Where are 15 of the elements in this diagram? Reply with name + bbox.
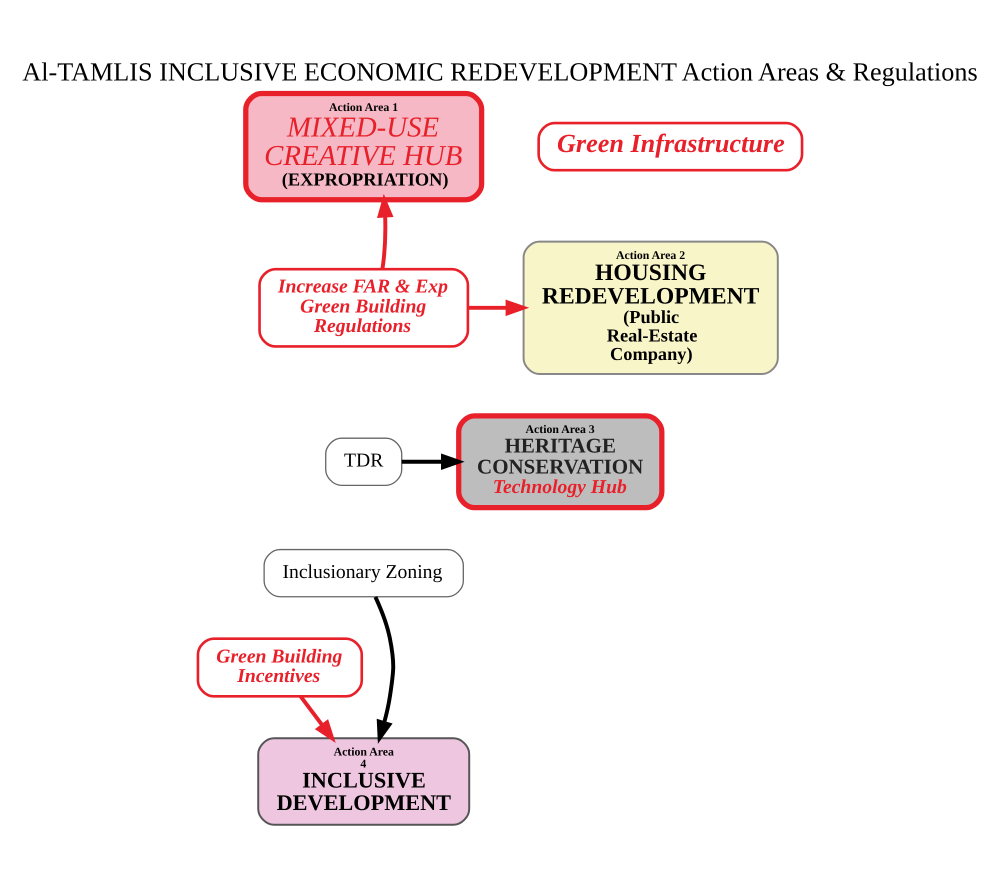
node-box: Inclusionary Zoning	[263, 548, 464, 598]
arrow	[374, 596, 396, 744]
node-box: Action Area 3 HERITAGE CONSERVATION Technology Hub	[456, 413, 664, 510]
node-box: Green Infrastructure	[537, 122, 804, 172]
node-box: TDR	[325, 438, 402, 486]
arrow	[377, 194, 394, 270]
arrow	[468, 300, 530, 316]
arrow	[402, 454, 465, 470]
node-box: Increase FAR & Exp Green Building Regulations	[258, 268, 470, 348]
diagram-title: Al-TAMLIS INCLUSIVE ECONOMIC REDEVELOPMENT Action Areas & Regulations	[22, 57, 978, 86]
arrow	[299, 695, 336, 743]
node-box: Action Area 4 INCLUSIVE DEVELOPMENT	[257, 737, 470, 826]
node-box: Action Area 1 MIXED-USE CREATIVE HUB (EXPROPRIATION)	[243, 90, 484, 202]
node-box: Action Area 2 HOUSING REDEVELOPMENT (Public Real-Estate Company)	[522, 240, 779, 375]
node-box: Green Building Incentives	[196, 637, 364, 698]
